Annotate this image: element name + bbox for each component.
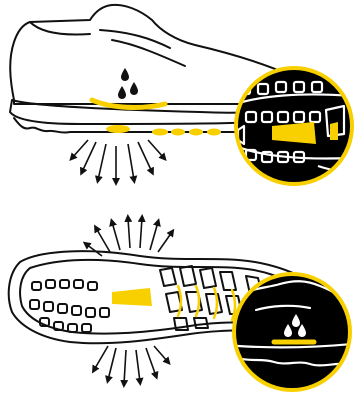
magnifier-inset-icon bbox=[234, 274, 352, 390]
sole-vents bbox=[106, 125, 221, 136]
arrow-down-icon bbox=[94, 346, 168, 384]
arrow-down-icon bbox=[72, 140, 164, 182]
sole-accent bbox=[112, 286, 235, 320]
water-drop-icon bbox=[118, 68, 138, 99]
magnifier-inset-icon bbox=[236, 68, 352, 184]
arrow-up-icon bbox=[86, 218, 172, 256]
